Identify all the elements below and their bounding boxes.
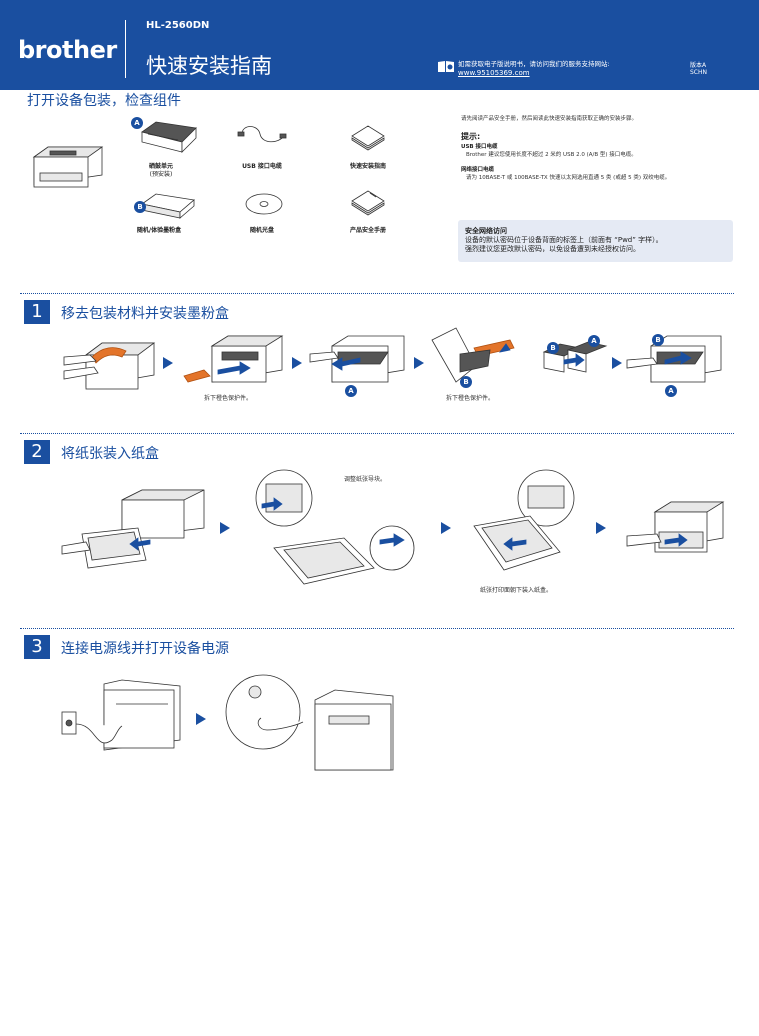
step1-caption-1: 拆下橙色保护件。 [204,395,253,402]
component-guide-label: 快速安装指南 [349,163,386,170]
version-info: 版本A SCHN [690,62,707,76]
usb-cable-icon [237,126,287,143]
step2-insert-tray-illustration [626,501,725,553]
step2-load-paper-illustration [473,469,575,571]
component-safety-label: 产品安全手册 [349,227,386,234]
step1-badge-b-3: B [652,334,664,346]
badge-a: A [131,117,143,129]
tips-title: 提示: [461,132,481,141]
step2-number: 2 [24,440,50,464]
intro-text: 请先阅读产品安全手册，然后阅读此快速安装指南获取正确的安装步骤。 [461,116,638,122]
step1-take-out-drum-illustration [309,335,405,383]
step2-divider [20,433,734,434]
step1-badge-b-2: B [547,342,559,354]
step1-badge-a-1: A [345,385,357,397]
component-toner-label: 随机/体验墨粉盒 [136,227,182,234]
security-heading: 安全网络访问 [465,227,507,235]
step3-power-cord-illustration [61,679,181,751]
support-link[interactable]: www.95105369.com [458,69,530,77]
step1-remove-protector-illustration [183,335,284,383]
step1-title: 移去包装材料并安装墨粉盒 [61,306,229,322]
safety-manual-icon [351,190,385,216]
step3-divider [20,628,734,629]
security-line-1: 设备的默认密码位于设备背面的标签上（前面有 “Pwd” 字样）。 [465,236,663,244]
cd-icon [245,193,283,215]
header-bar: brother HL-2560DN 快速安装指南 如需获取电子版说明书，请访问我… [0,0,759,90]
support-info: 如需获取电子版说明书，请访问我们的服务支持网站: www.95105369.co… [458,60,610,78]
quick-guide-icon [351,125,385,151]
step2-caption-1: 调整纸张导块。 [344,476,387,483]
step2-pull-tray-illustration [61,489,205,569]
step1-reinsert-drum-illustration [626,335,722,383]
step1-unpack-toner-illustration [431,327,515,383]
model-name: HL-2560DN [146,20,210,31]
tip-usb-heading: USB 接口电缆 [461,144,498,150]
step1-divider [20,293,734,294]
step3-title: 连接电源线并打开设备电源 [61,641,229,657]
support-text: 如需获取电子版说明书，请访问我们的服务支持网站: [458,60,610,68]
step2-arrow-2 [441,522,451,534]
tip-network-text: 请为 10BASE-T 或 100BASE-TX 快速以太网选用直通 5 类 (… [466,175,671,181]
component-cd-label: 随机光盘 [249,227,274,234]
step1-arrow-2 [292,357,302,369]
security-line-2: 强烈建议您更改默认密码，以免设备遭到未经授权访问。 [465,245,640,253]
step2-caption-2: 纸张打印面朝下装入纸盒。 [480,587,553,594]
badge-b: B [134,201,146,213]
tip-network-heading: 网络接口电缆 [461,167,495,173]
step1-number: 1 [24,300,50,324]
step1-caption-2: 拆下橙色保护件。 [446,395,495,402]
step1-arrow-1 [163,357,173,369]
header-divider [125,20,126,78]
step3-power-button-illustration [225,674,394,771]
component-usb-label: USB 接口电缆 [242,163,282,170]
tip-usb-text: Brother 建议您使用长度不超过 2 米的 USB 2.0 (A/B 型) … [466,152,637,158]
step1-arrow-4 [612,357,622,369]
step1-badge-b-1: B [460,376,472,388]
printer-illustration [32,146,104,188]
unpack-title: 打开设备包装，检查组件 [27,93,181,109]
step3-number: 3 [24,635,50,659]
step1-badge-a-3: A [665,385,677,397]
guide-title: 快速安装指南 [146,54,272,78]
step1-arrow-3 [414,357,424,369]
brand-logo: brother [18,36,117,64]
toner-cartridge-illustration [141,193,195,219]
step2-arrow-1 [220,522,230,534]
step1-badge-a-2: A [588,335,600,347]
step2-title: 将纸张装入纸盒 [61,446,159,462]
step1-open-cover-illustration [63,342,156,390]
version-line-1: 版本A [690,62,707,69]
component-drum-label: 硒鼓单元 [148,163,173,170]
book-icon [438,61,454,72]
security-notice: 安全网络访问 设备的默认密码位于设备背面的标签上（前面有 “Pwd” 字样）。 … [458,220,733,262]
drum-unit-illustration [141,121,197,153]
step3-arrow-1 [196,713,206,725]
step2-adjust-guides-illustration [255,469,415,585]
component-drum-sub: (预安装) [149,171,173,178]
step2-arrow-3 [596,522,606,534]
version-line-2: SCHN [690,69,707,76]
